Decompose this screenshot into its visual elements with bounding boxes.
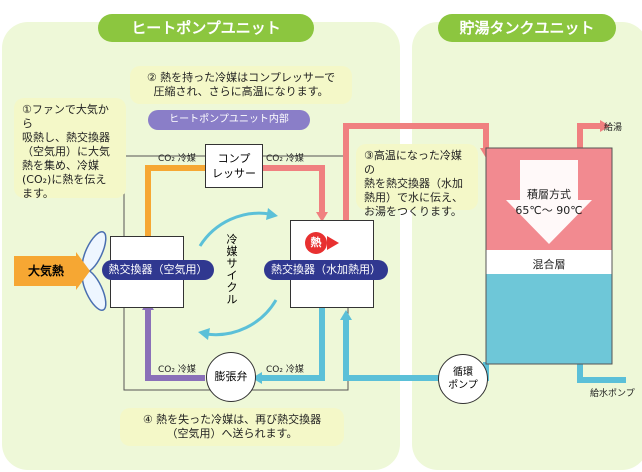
- cycle-loop-arrow-top: [266, 208, 278, 220]
- tank-layer-name: 積層方式: [527, 188, 571, 201]
- note-step1: ①ファンで大気から 吸熱し、熱交換器 （空気用）に大気 熱を集め、冷媒 (CO₂…: [14, 98, 126, 200]
- cycle-label-char: ル: [226, 293, 238, 306]
- cycle-loop-bottom: [205, 299, 278, 337]
- note-step2-line: ② 熱を持った冷媒はコンプレッサーで: [146, 71, 336, 84]
- hot-out-label: 給湯: [604, 123, 623, 133]
- heat-pump-inner-label: ヒートポンプユニット内部: [148, 110, 310, 130]
- note-step3-line: ③高温になった冷媒の: [364, 149, 462, 176]
- purple-pipe: [145, 308, 205, 381]
- cycle-loop-top: [198, 211, 271, 247]
- cycle-label-char: サ: [226, 257, 238, 270]
- note-step4-line: ④ 熱を失った冷媒は、再び熱交換器: [142, 413, 322, 426]
- note-step3-line: 熱を熱交換器（水加: [364, 177, 463, 190]
- feed-pipe: [577, 362, 626, 383]
- water-hx-label: 熱交換器（水加熱用）: [264, 260, 388, 280]
- note-step3: ③高温になった冷媒の 熱を熱交換器（水加 熱用）で水に伝え、 お湯をつくります。: [356, 144, 478, 218]
- note-step3-line: 熱用）で水に伝え、: [364, 191, 463, 204]
- tank-down-arrow: [506, 160, 592, 244]
- orange-pipe: [145, 165, 205, 236]
- air-hx-label: 熱交換器（空気用）: [102, 260, 214, 280]
- atmosphere-heat-label: 大気熱: [27, 264, 64, 278]
- cycle-label-char: イ: [226, 269, 238, 282]
- cold-refrigerant-arrow: [252, 372, 262, 384]
- co2-label: CO₂ 冷媒: [266, 154, 304, 164]
- cold-refrigerant-pipe: [260, 290, 325, 381]
- tank-mix-label: 混合層: [532, 258, 566, 271]
- note-step2-line: 圧縮され、さらに高温になります。: [153, 85, 329, 98]
- atmosphere-heat-arrow: [14, 256, 76, 286]
- circ-pump-label: ポンプ: [448, 380, 478, 391]
- heat-pump-unit-title: ヒートポンプユニット: [98, 14, 314, 42]
- tank-unit-title: 貯湯タンクユニット: [438, 14, 616, 42]
- hot-out-pipe: [577, 123, 602, 150]
- cycle-loop-arrow-bottom: [198, 328, 210, 340]
- heat-arrow-icon: [327, 236, 339, 250]
- note-step4-line: （空気用）へ送られます。: [166, 427, 298, 440]
- compressor-label: レッサー: [212, 167, 256, 180]
- note-step4: ④ 熱を失った冷媒は、再び熱交換器 （空気用）へ送られます。: [120, 408, 344, 446]
- hot-out-arrow: [600, 120, 610, 132]
- hot-pipe-arrow: [316, 212, 328, 222]
- feed-pump-label: 給水ポンプ: [590, 389, 635, 399]
- circulation-pump: 循環 ポンプ: [438, 354, 488, 404]
- note-step1-line: 熱を集め、冷媒: [22, 159, 99, 172]
- heat-badge: 熱: [305, 232, 327, 254]
- hot-water-pipe: [343, 123, 489, 236]
- note-step3-line: お湯をつくります。: [364, 205, 462, 218]
- atmosphere-heat-arrowhead: [76, 252, 90, 290]
- tank-temp-range: 65℃～ 90℃: [515, 204, 583, 217]
- cycle-label: 冷 媒 サ イ ク ル: [224, 234, 240, 306]
- cold-water-arrow: [340, 310, 352, 320]
- cycle-label-char: ク: [226, 281, 238, 294]
- cycle-label-char: 媒: [226, 245, 238, 258]
- note-step1-line: ます。: [22, 187, 54, 200]
- tank-cold-layer: [486, 274, 612, 364]
- note-step1-line: 吸熱し、熱交換器: [22, 131, 110, 144]
- co2-label: CO₂ 冷媒: [158, 154, 196, 164]
- cycle-label-char: 冷: [226, 233, 238, 246]
- co2-label: CO₂ 冷媒: [158, 365, 196, 375]
- compressor: コンプ レッサー: [205, 144, 263, 188]
- note-step2: ② 熱を持った冷媒はコンプレッサーで 圧縮され、さらに高温になります。: [130, 66, 352, 104]
- hot-pipe: [262, 165, 325, 214]
- co2-label: CO₂ 冷媒: [266, 365, 304, 375]
- note-step1-line: ①ファンで大気から: [22, 103, 109, 130]
- tank-mix-layer: [486, 250, 612, 274]
- circ-pump-label: 循環: [453, 367, 473, 378]
- note-step1-line: （空気用）に大気: [22, 145, 110, 158]
- compressor-label: コンプ: [217, 152, 251, 165]
- expansion-valve: 膨張弁: [206, 352, 256, 402]
- note-step1-line: (CO₂)に熱を伝え: [22, 173, 107, 186]
